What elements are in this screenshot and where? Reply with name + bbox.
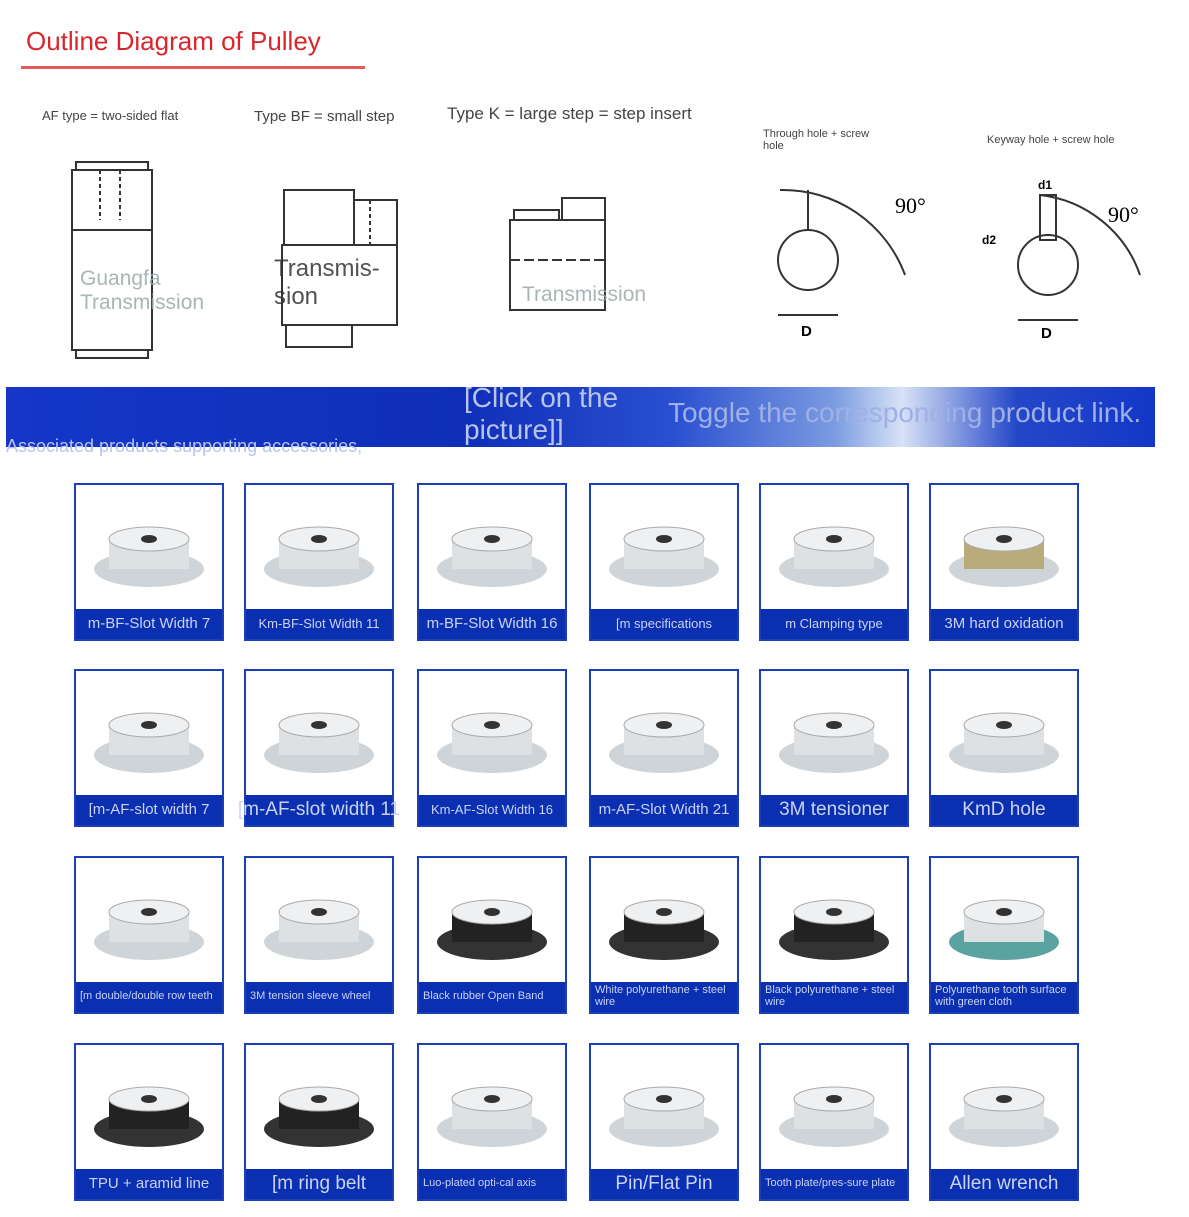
angle-label: 90° <box>1108 202 1139 227</box>
product-label[interactable]: [m double/double row teeth <box>76 982 222 1012</box>
accessories-banner <box>6 387 1155 447</box>
product-card[interactable]: [m-AF-slot width 7 <box>74 669 224 827</box>
product-label[interactable]: [m specifications <box>591 609 737 639</box>
product-label[interactable]: Black rubber Open Band <box>419 982 565 1012</box>
product-card[interactable]: Polyurethane tooth surface with green cl… <box>929 856 1079 1014</box>
page-title: Outline Diagram of Pulley <box>26 26 321 56</box>
bf-pulley-drawing <box>281 189 398 348</box>
product-label[interactable]: Allen wrench <box>931 1169 1077 1199</box>
product-label[interactable]: Polyurethane tooth surface with green cl… <box>931 982 1077 1012</box>
product-image[interactable] <box>76 1045 222 1173</box>
banner-right-text: Toggle the corresponding product link. <box>668 397 1142 428</box>
product-image[interactable] <box>76 485 222 613</box>
pulley-outline-diagrams <box>71 161 1141 359</box>
through-hole-drawing <box>777 188 906 316</box>
keyway-hole-drawing <box>1017 194 1141 321</box>
product-card[interactable]: Black polyurethane + steel wire <box>759 856 909 1014</box>
product-image[interactable] <box>931 671 1077 799</box>
product-card[interactable]: [m ring belt <box>244 1043 394 1201</box>
product-card[interactable]: Km-AF-Slot Width 16 <box>417 669 567 827</box>
product-image[interactable] <box>591 1045 737 1173</box>
product-image[interactable] <box>246 1045 392 1173</box>
product-label[interactable]: [m-AF-slot width 11 <box>238 795 400 825</box>
product-image[interactable] <box>931 485 1077 613</box>
product-card[interactable]: Tooth plate/pres-sure plate <box>759 1043 909 1201</box>
product-label[interactable]: m-BF-Slot Width 7 <box>76 609 222 639</box>
product-card[interactable]: [m specifications <box>589 483 739 641</box>
product-card[interactable]: Allen wrench <box>929 1043 1079 1201</box>
angle-label: 90° <box>895 193 926 218</box>
diagram-label-bf: Type BF = small step <box>254 108 395 125</box>
product-image[interactable] <box>419 1045 565 1173</box>
product-image[interactable] <box>591 671 737 799</box>
dim-label: D <box>1041 325 1052 342</box>
diagram-label-k: Type K = large step = step insert <box>447 104 692 123</box>
watermark-text: Transmission <box>522 283 647 306</box>
product-image[interactable] <box>761 858 907 986</box>
product-card[interactable]: 3M tensioner <box>759 669 909 827</box>
k-pulley-drawing <box>509 197 606 311</box>
product-image[interactable] <box>761 671 907 799</box>
product-label[interactable]: KmD hole <box>931 795 1077 825</box>
d2-label: d2 <box>982 233 997 247</box>
banner-click-text[interactable]: [Click on the picture]] <box>464 382 619 446</box>
product-card[interactable]: m Clamping type <box>759 483 909 641</box>
product-card[interactable]: 3M hard oxidation <box>929 483 1079 641</box>
banner-left-text: Associated products supporting accessori… <box>6 436 363 456</box>
product-card[interactable]: [m-AF-slot width 11 <box>238 669 400 827</box>
diagram-label-through: Through hole + screw hole <box>763 128 870 152</box>
product-image[interactable] <box>76 671 222 799</box>
watermark-text: Guangfa Transmission <box>80 267 205 314</box>
product-card[interactable]: TPU + aramid line <box>74 1043 224 1201</box>
title-underline <box>21 66 365 69</box>
dim-label: D <box>801 323 812 340</box>
product-card[interactable]: m-AF-Slot Width 21 <box>589 669 739 827</box>
d1-label: d1 <box>1038 178 1053 192</box>
product-label[interactable]: [m-AF-slot width 7 <box>76 795 222 825</box>
product-label[interactable]: Km-BF-Slot Width 11 <box>246 609 392 639</box>
product-image[interactable] <box>246 485 392 613</box>
product-image[interactable] <box>761 1045 907 1173</box>
product-label[interactable]: m-BF-Slot Width 16 <box>419 609 565 639</box>
product-card[interactable]: m-BF-Slot Width 16 <box>417 483 567 641</box>
product-image[interactable] <box>246 858 392 986</box>
product-card[interactable]: White polyurethane + steel wire <box>589 856 739 1014</box>
product-label[interactable]: Tooth plate/pres-sure plate <box>761 1169 907 1199</box>
product-image[interactable] <box>419 858 565 986</box>
product-label[interactable]: 3M tension sleeve wheel <box>246 982 392 1012</box>
product-image[interactable] <box>761 485 907 613</box>
product-label[interactable]: Black polyurethane + steel wire <box>761 982 907 1012</box>
product-image[interactable] <box>419 485 565 613</box>
product-label[interactable]: Km-AF-Slot Width 16 <box>419 795 565 825</box>
product-image[interactable] <box>419 671 565 799</box>
product-card[interactable]: Pin/Flat Pin <box>589 1043 739 1201</box>
product-image[interactable] <box>591 858 737 986</box>
product-label[interactable]: 3M hard oxidation <box>931 609 1077 639</box>
product-card[interactable]: Km-BF-Slot Width 11 <box>244 483 394 641</box>
af-pulley-drawing <box>71 161 153 359</box>
product-label[interactable]: m-AF-Slot Width 21 <box>591 795 737 825</box>
product-label[interactable]: TPU + aramid line <box>76 1169 222 1199</box>
product-label[interactable]: 3M tensioner <box>761 795 907 825</box>
product-label[interactable]: Pin/Flat Pin <box>591 1169 737 1199</box>
product-card[interactable]: [m double/double row teeth <box>74 856 224 1014</box>
product-image[interactable] <box>931 1045 1077 1173</box>
product-image[interactable] <box>931 858 1077 986</box>
diagram-label-keyway: Keyway hole + screw hole <box>987 134 1115 146</box>
diagram-label-af: AF type = two-sided flat <box>42 108 179 123</box>
product-image[interactable] <box>76 858 222 986</box>
product-card[interactable]: m-BF-Slot Width 7 <box>74 483 224 641</box>
product-label[interactable]: Luo-plated opti-cal axis <box>419 1169 565 1199</box>
product-card[interactable]: KmD hole <box>929 669 1079 827</box>
product-card[interactable]: 3M tension sleeve wheel <box>244 856 394 1014</box>
product-card[interactable]: Luo-plated opti-cal axis <box>417 1043 567 1201</box>
product-image[interactable] <box>246 671 392 799</box>
product-image[interactable] <box>591 485 737 613</box>
product-label[interactable]: m Clamping type <box>761 609 907 639</box>
product-label[interactable]: White polyurethane + steel wire <box>591 982 737 1012</box>
product-card[interactable]: Black rubber Open Band <box>417 856 567 1014</box>
product-label[interactable]: [m ring belt <box>246 1169 392 1199</box>
watermark-text: Transmis-sion <box>274 255 380 310</box>
